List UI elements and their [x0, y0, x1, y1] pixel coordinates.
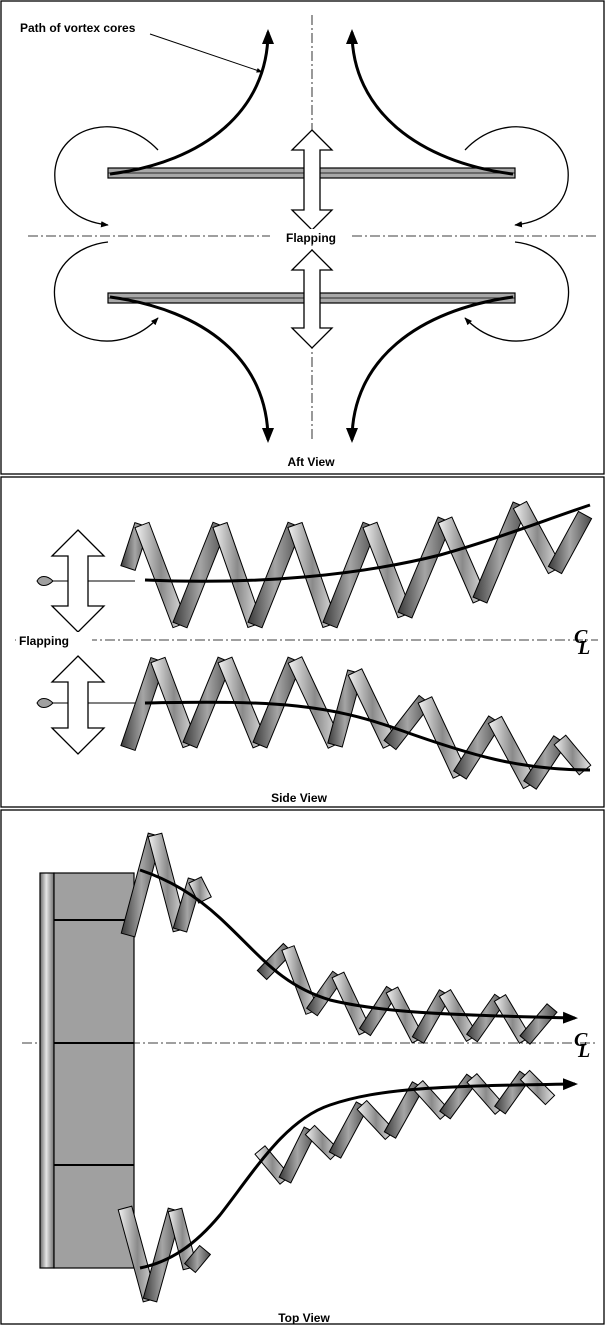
side-core-path-upper: [144, 503, 591, 583]
aft-view-frame: [0, 0, 605, 475]
top-helix-lower-near: [117, 1205, 212, 1303]
vortex-core-path-lower-left: [109, 295, 274, 443]
side-view-panel: Flapping C L Side View: [0, 476, 605, 808]
vortex-core-path-lower-right: [346, 295, 514, 443]
circulation-loop-lower-right: [464, 241, 570, 342]
top-core-path-upper: [139, 868, 578, 1024]
top-core-path-lower: [139, 1078, 578, 1270]
top-helix-upper-near: [120, 832, 212, 938]
circulation-loop-upper-left: [54, 126, 159, 228]
side-centerline-symbol: C L: [574, 626, 590, 659]
flapping-arrow-upper: [290, 129, 334, 231]
flapping-arrow-lower: [290, 249, 334, 349]
side-view-frame: [0, 476, 605, 808]
wall-mount-bar: [39, 872, 55, 1269]
side-flapping-label: Flapping: [19, 634, 69, 648]
top-view-panel: C L Top View: [0, 809, 605, 1325]
top-view-frame: [0, 809, 605, 1325]
circulation-loop-upper-right: [464, 126, 569, 228]
circulation-loop-lower-left: [53, 241, 159, 342]
top-helix-lower-far: [254, 1069, 556, 1185]
path-of-vortex-cores-label: Path of vortex cores: [20, 21, 136, 35]
airfoil-lower: [36, 698, 135, 708]
svg-text:L: L: [577, 1040, 590, 1062]
side-helix-upper: [120, 500, 593, 629]
side-flapping-arrow-lower: [50, 655, 106, 755]
side-helix-lower: [120, 656, 592, 790]
wing-planform: [53, 872, 135, 1269]
svg-text:C: C: [574, 626, 588, 648]
top-view-title: Top View: [278, 1311, 330, 1325]
aft-flapping-label: Flapping: [286, 231, 336, 245]
airfoil-upper: [36, 576, 135, 586]
side-core-path-lower: [144, 700, 591, 772]
annotation-leader-line: [149, 33, 263, 73]
vortex-core-path-upper-right: [346, 29, 514, 176]
side-view-title: Side View: [271, 791, 327, 805]
aft-view-title: Aft View: [287, 455, 335, 469]
top-centerline-symbol: C L: [574, 1029, 590, 1062]
top-helix-upper-far: [256, 942, 558, 1045]
svg-text:C: C: [574, 1029, 588, 1051]
aft-view-panel: Flapping Path of vortex cores Aft View: [0, 0, 605, 475]
svg-text:L: L: [577, 637, 590, 659]
vortex-core-path-upper-left: [109, 29, 274, 176]
